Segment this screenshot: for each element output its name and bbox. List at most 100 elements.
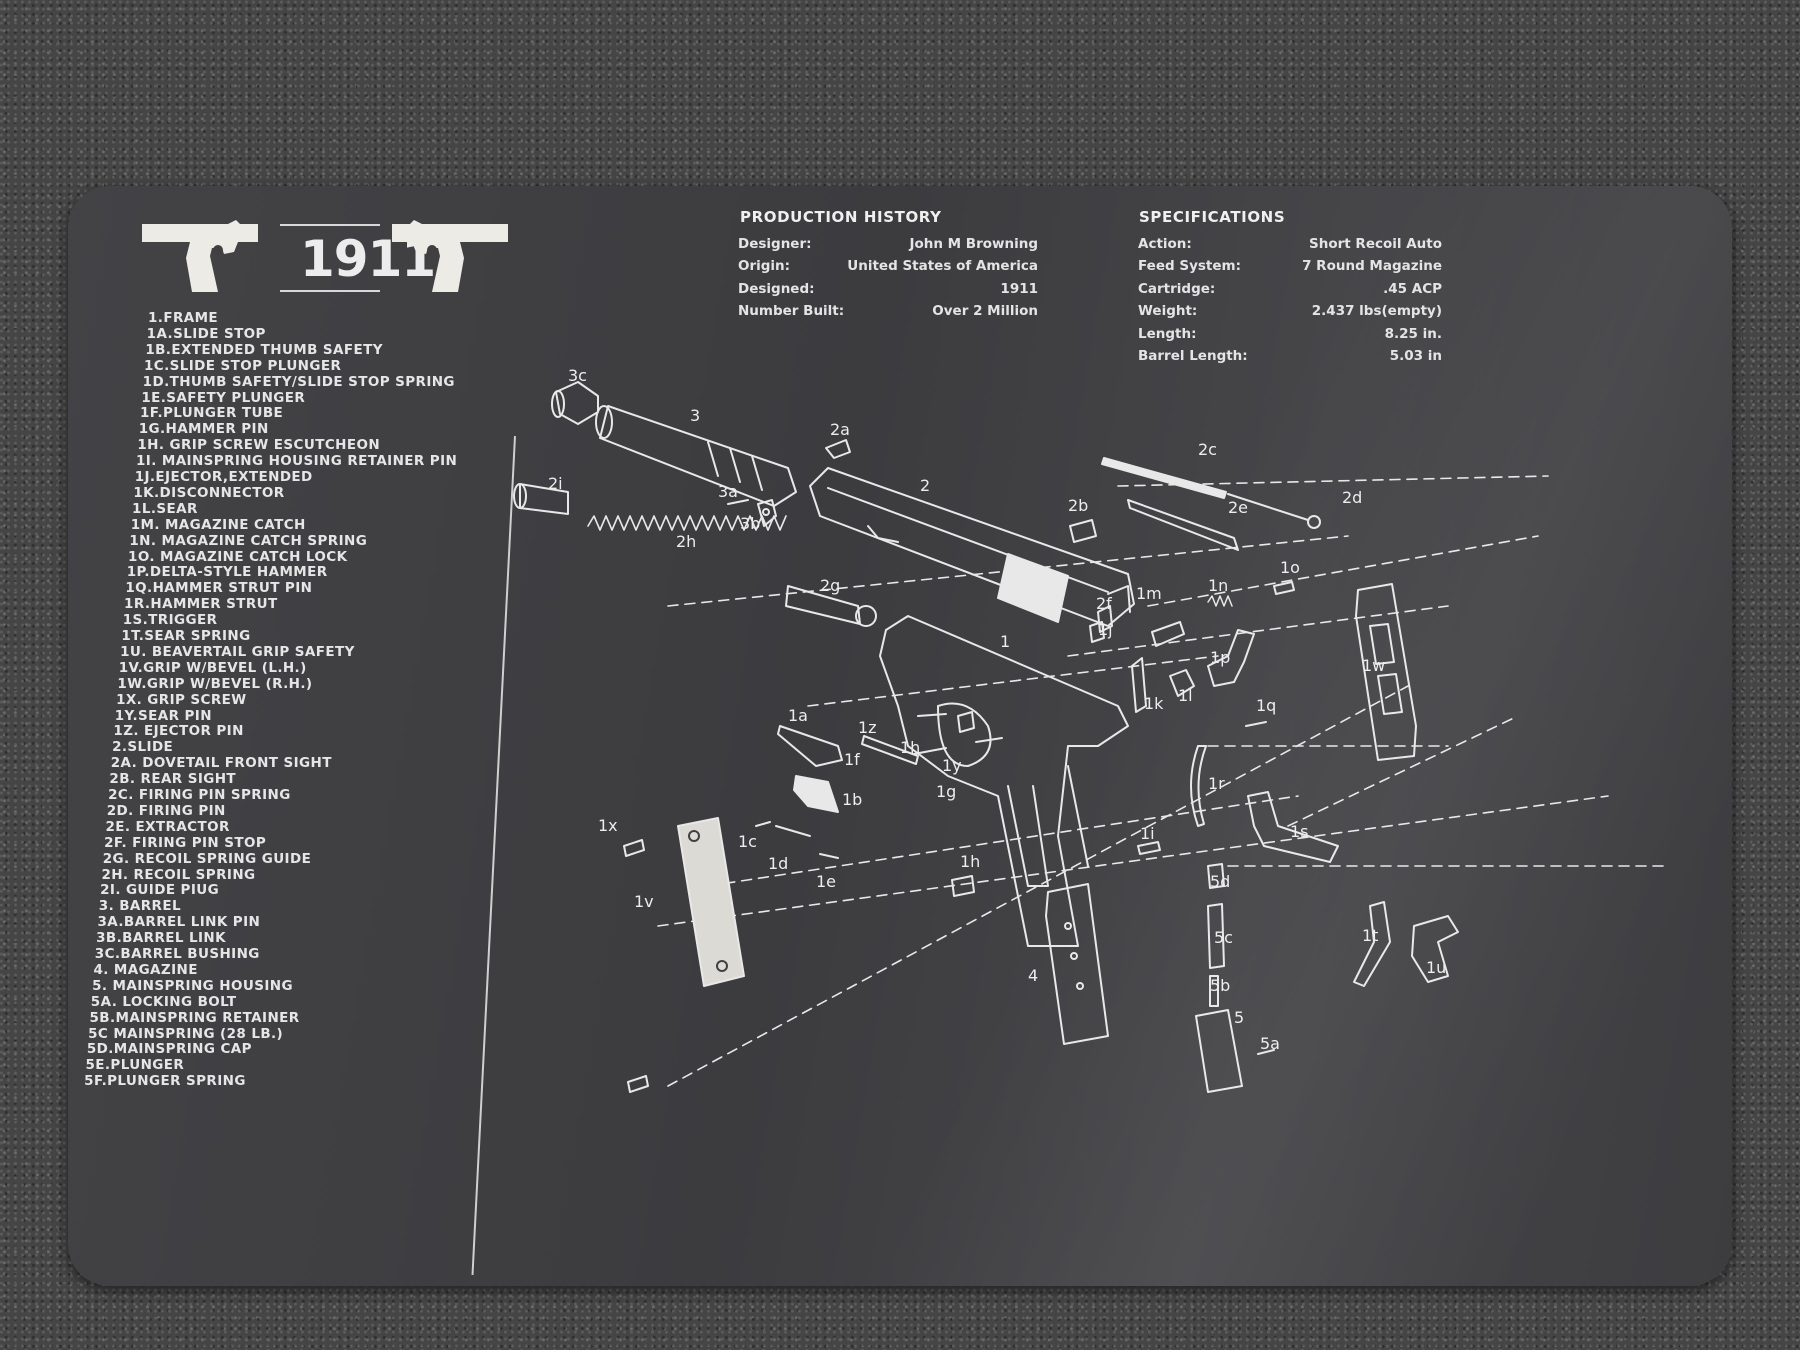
assembly-guides [657, 475, 1669, 1087]
logo: 1911 [140, 218, 510, 292]
parts-list-item: 1Z. EJECTOR PIN [113, 723, 244, 740]
part-callout-label: 2d [1342, 488, 1363, 507]
info-label: Feed System: [1138, 258, 1241, 274]
parts-list-item: 3B.BARREL LINK [96, 930, 226, 947]
parts-list-item: 4. MAGAZINE [93, 961, 198, 978]
part-callout-label: 2b [1068, 496, 1089, 515]
parts-list-item: 1Y.SEAR PIN [114, 707, 212, 724]
part-1q-hammer-strut-pin [1245, 721, 1267, 727]
parts-list-item: 1V.GRIP W/BEVEL (L.H.) [118, 659, 307, 676]
parts-list-item: 2A. DOVETAIL FRONT SIGHT [110, 755, 332, 772]
part-3-barrel [595, 405, 797, 507]
part-callout-label: 2f [1096, 594, 1112, 613]
part-callout-label: 5a [1260, 1034, 1280, 1053]
parts-list-item: 1C.SLIDE STOP PLUNGER [144, 357, 342, 374]
parts-list-item: 1S.TRIGGER [122, 612, 218, 629]
part-2d-firing-pin [1227, 493, 1321, 529]
part-callout-label: 1e [816, 872, 837, 891]
info-label: Designer: [738, 236, 812, 252]
info-value: 2.437 lbs(empty) [1311, 303, 1442, 319]
part-1s-trigger [1247, 791, 1339, 863]
part-callout-label: 5d [1210, 872, 1231, 891]
part-1v-grip-left [677, 817, 745, 987]
part-5b-mainspring-retainer [1209, 975, 1219, 1007]
part-callout-label: 1c [738, 832, 757, 851]
part-callout-label: 2h [676, 532, 697, 551]
part-2f-firing-pin-stop [1097, 605, 1113, 633]
part-callout-label: 2a [830, 420, 850, 439]
parts-list-item: 2H. RECOIL SPRING [101, 866, 256, 883]
part-callout-label: 1b [842, 790, 863, 809]
parts-list-item: 2B. REAR SIGHT [109, 771, 237, 788]
info-value: Short Recoil Auto [1309, 236, 1442, 252]
part-1x-grip-screw-lower [627, 1075, 649, 1093]
part-callout-label: 1d [768, 854, 789, 873]
part-callout-label: 1g [936, 782, 957, 801]
parts-list-item: 1B.EXTENDED THUMB SAFETY [145, 341, 383, 358]
part-callout-label: 1x [598, 816, 618, 835]
part-1k-disconnector [1131, 657, 1147, 713]
part-1y-sear-pin [975, 737, 1003, 743]
info-label: Length: [1138, 326, 1197, 342]
part-callout-label: 3 [690, 406, 701, 425]
part-2a-front-sight [825, 439, 851, 459]
part-callout-label: 1q [1256, 696, 1277, 715]
part-callout-label: 1h [960, 852, 981, 871]
part-1j-ejector [1089, 621, 1105, 643]
part-callout-label: 1p [1210, 648, 1231, 667]
part-callout-label: 1r [1208, 774, 1225, 793]
parts-list-item: 5. MAINSPRING HOUSING [92, 977, 293, 994]
part-callout-label: 5c [1214, 928, 1233, 947]
info-value: United States of America [847, 258, 1038, 274]
parts-list-item: 5B.MAINSPRING RETAINER [89, 1009, 300, 1026]
part-3a-barrel-link-pin [727, 499, 749, 505]
logo-rule-top [280, 224, 380, 226]
part-1l-sear [1169, 669, 1195, 697]
parts-list-item: 2G. RECOIL SPRING GUIDE [102, 850, 312, 867]
parts-list-item: 2F. FIRING PIN STOP [104, 834, 267, 851]
part-5a-locking-bolt [1257, 1049, 1275, 1055]
parts-list-item: 1M. MAGAZINE CATCH [130, 516, 306, 533]
parts-list-item: 5A. LOCKING BOLT [90, 993, 237, 1010]
parts-list-item: 1P.DELTA-STYLE HAMMER [126, 564, 328, 581]
parts-list-item: 1E.SAFETY PLUNGER [141, 389, 306, 406]
part-2c-firing-pin-spring [1101, 457, 1227, 499]
part-callout-label: 4 [1028, 966, 1039, 985]
part-1w-grip-right [1355, 583, 1417, 761]
parts-list-item: 1N. MAGAZINE CATCH SPRING [129, 532, 368, 549]
parts-list-item: 2C. FIRING PIN SPRING [108, 787, 291, 803]
info-label: Designed: [738, 281, 815, 297]
parts-list-item: 1R.HAMMER STRUT [124, 596, 278, 613]
pistol-right-icon [392, 220, 508, 292]
part-2-slide [809, 467, 1135, 627]
part-1t-sear-spring [1353, 901, 1391, 987]
info-value: 5.03 in [1389, 348, 1442, 364]
parts-list-item: 1T.SEAR SPRING [121, 628, 251, 644]
logo-rule-bottom [280, 290, 380, 292]
production-history-heading: PRODUCTION HISTORY [740, 208, 942, 226]
info-value: 1911 [1000, 281, 1038, 297]
part-callout-label: 3c [568, 366, 587, 385]
info-label: Action: [1138, 236, 1192, 252]
part-1d-safety-spring [775, 825, 811, 837]
part-callout-label: 2e [1228, 498, 1249, 517]
part-1m-magazine-catch [1151, 621, 1185, 647]
part-callout-label: 1t [1362, 926, 1379, 945]
parts-list-item: 5D.MAINSPRING CAP [86, 1041, 252, 1058]
part-callout-label: 1l [1178, 686, 1193, 705]
part-callout-label: 1v [634, 892, 654, 911]
part-2i-guide-plug [513, 483, 569, 515]
parts-list-item: 1U. BEAVERTAIL GRIP SAFETY [120, 643, 355, 660]
info-label: Number Built: [738, 303, 845, 319]
part-callout-label: 1o [1280, 558, 1300, 577]
part-5c-mainspring [1207, 903, 1225, 969]
part-1p-hammer [1207, 629, 1255, 687]
part-2e-extractor [1127, 499, 1239, 551]
part-1u-beavertail-grip-safety [1411, 915, 1459, 983]
part-callout-label: 2c [1198, 440, 1217, 459]
parts-list-item: 2D. FIRING PIN [106, 802, 226, 819]
part-callout-label: 3a [718, 482, 738, 501]
part-callout-label: 2i [548, 474, 563, 493]
part-callout-label: 1i [1140, 824, 1155, 843]
